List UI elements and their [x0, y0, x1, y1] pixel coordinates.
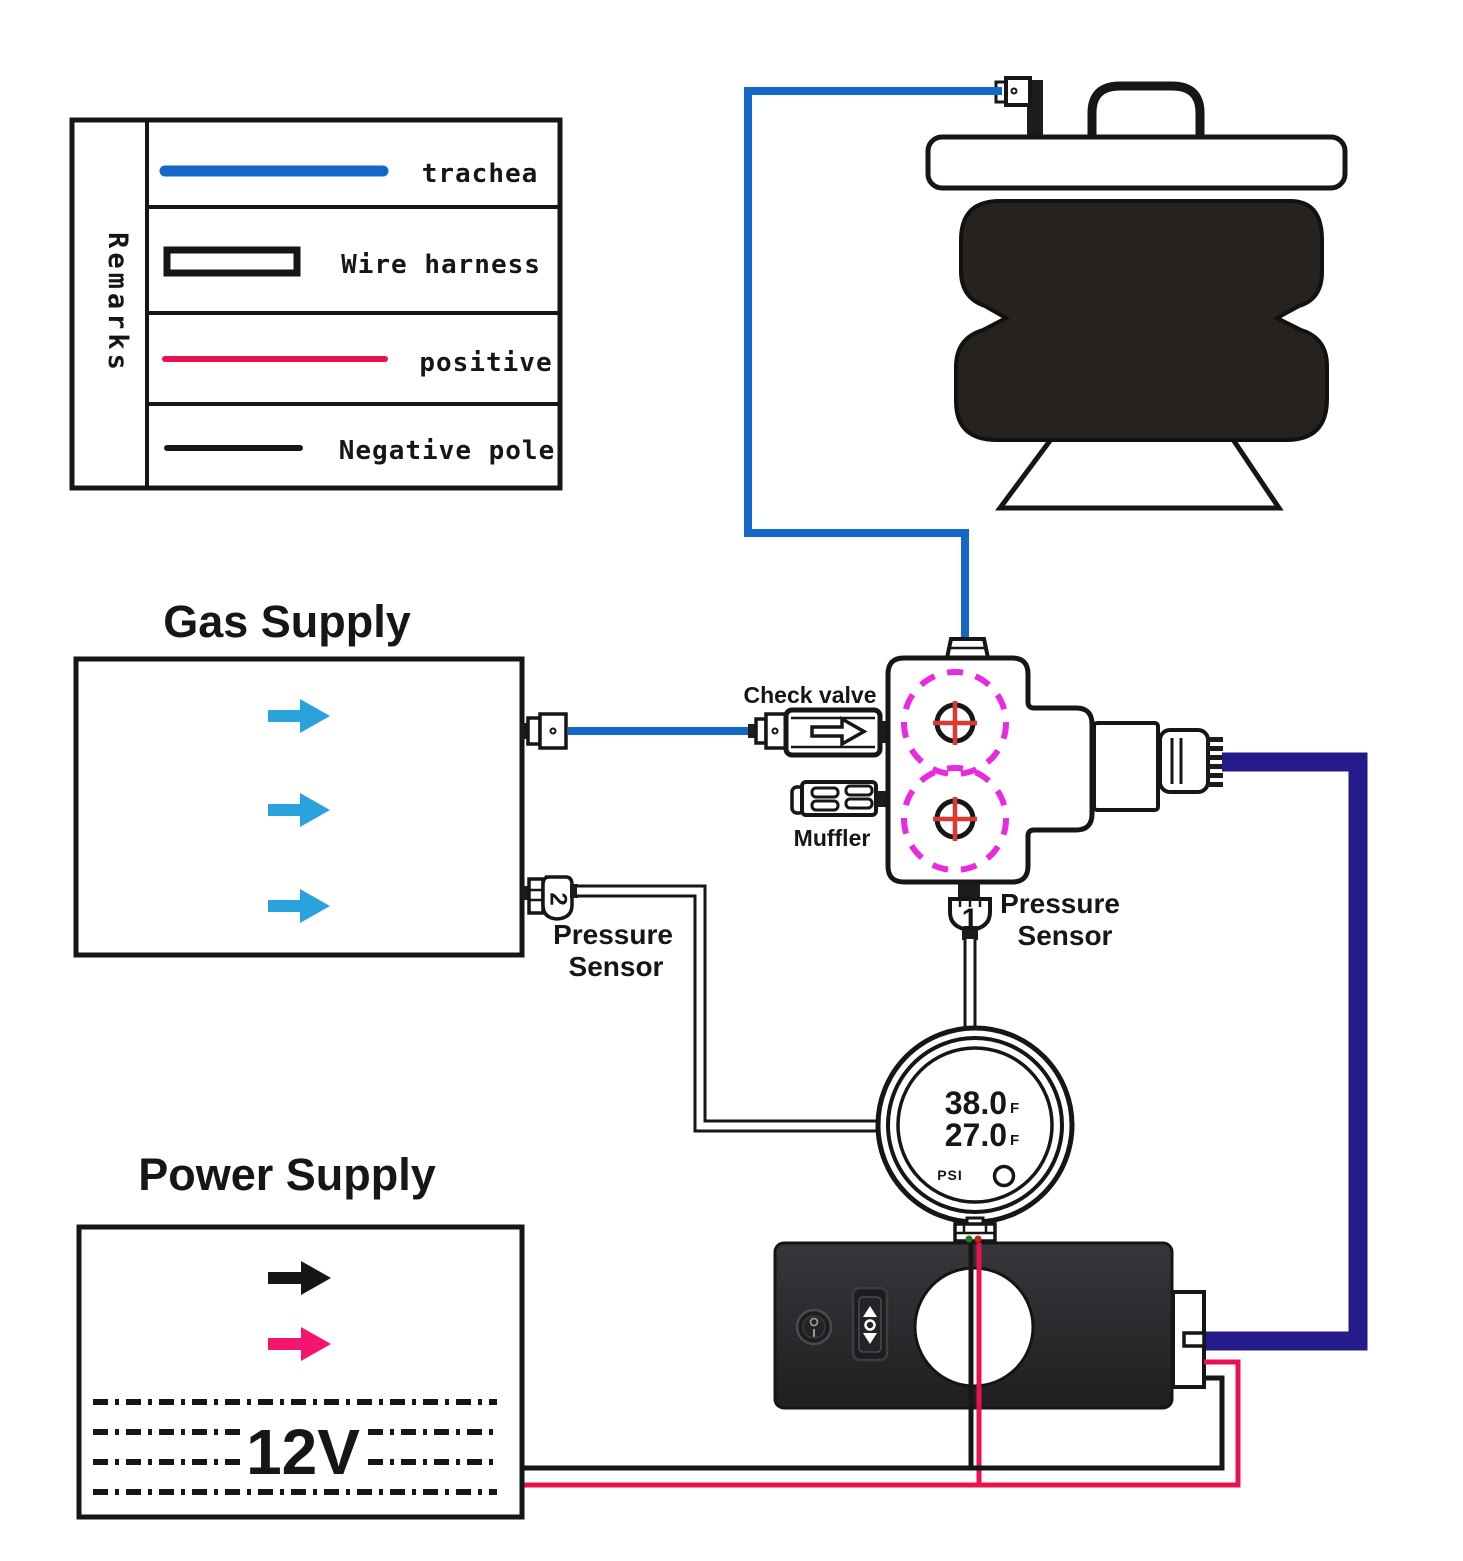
check-valve-label: Check valve: [744, 682, 877, 708]
solenoid-port-marker: [901, 765, 1009, 873]
neutral-dot-icon: [864, 1319, 876, 1331]
gas-flow-arrow-icon: [268, 793, 330, 827]
port-2-label: 2: [545, 892, 572, 905]
power-button: [795, 1308, 833, 1346]
gauge-button: [992, 1164, 1016, 1188]
gas-flow-arrow-icon: [268, 699, 330, 733]
gauge-rear-reading: 27.0: [945, 1117, 1007, 1153]
power-supply-title: Power Supply: [138, 1149, 436, 1200]
air-bag-base: [995, 435, 1284, 511]
gauge-front-unit: F: [1010, 1100, 1019, 1117]
air-bag-handle: [1087, 81, 1205, 139]
gauge-front-reading: 38.0: [945, 1085, 1007, 1121]
gauge-mount-hole: [913, 1266, 1035, 1388]
green-indicator-dot: [965, 1235, 973, 1243]
flow-direction-arrow-icon: [810, 715, 868, 748]
legend-title: Remarks: [102, 232, 133, 374]
negative-flow-arrow-icon: [268, 1261, 331, 1295]
valve-manifold: 1: [885, 637, 1223, 940]
legend-label: Negative pole: [339, 436, 556, 466]
main-harness-wire: [1203, 752, 1368, 1351]
wire-harness-icon: [163, 246, 301, 277]
gauge-face: [896, 1046, 1054, 1204]
red-indicator-dot: [974, 1235, 982, 1243]
pressure-port-2-fitting: 2: [521, 875, 578, 921]
trachea-tube-airbag: [744, 87, 1002, 641]
positive-wire-main: [522, 1359, 1241, 1488]
solenoid-port-marker: [901, 669, 1009, 777]
pressure-gauge: 38.0 F 27.0 F PSI: [875, 1025, 1075, 1225]
manifold-body: [885, 655, 1095, 885]
legend-border: [69, 117, 563, 491]
positive-flow-arrow-icon: [268, 1327, 331, 1361]
port-1-label: 1: [962, 903, 979, 936]
air-bag-top-plate: [925, 134, 1348, 191]
legend-label: trachea: [422, 159, 539, 189]
muffler-label: Muffler: [794, 825, 871, 851]
check-valve: Check valve: [744, 682, 889, 758]
legend-row: trachea: [159, 159, 539, 189]
legend-table: Remarks trachea Wire harness positive Ne…: [69, 117, 563, 491]
voltage-label: 12V: [246, 1416, 360, 1488]
panel-connector: [1171, 1290, 1206, 1389]
pressure-port-1-fitting: 1: [948, 883, 992, 940]
legend-label: Wire harness: [341, 250, 541, 280]
legend-label: positive: [419, 348, 552, 378]
gas-flow-arrow-icon: [268, 889, 330, 923]
up-arrow-icon: [863, 1306, 877, 1317]
sensor-2-harness: [577, 884, 880, 1133]
muffler: Muffler: [790, 780, 888, 851]
legend-row: Negative pole: [164, 436, 556, 466]
gauge-psi-label: PSI: [937, 1167, 963, 1183]
power-supply-box: Power Supply 12V: [76, 1149, 525, 1520]
solenoid-coil: [1092, 721, 1160, 812]
air-bag-bellows: [954, 199, 1329, 442]
push-fitting: [994, 76, 1032, 107]
gas-supply-box: Gas Supply 2: [73, 596, 578, 958]
legend-row: positive: [162, 348, 552, 378]
gauge-connector: [953, 1216, 997, 1243]
legend-row: Wire harness: [163, 246, 541, 280]
negative-wire-main: [522, 1375, 1225, 1471]
pressure-sensor-left-label-line1: Pressure: [553, 919, 673, 950]
control-panel: [773, 1241, 1206, 1410]
up-down-rocker-switch: [851, 1286, 889, 1362]
air-bag-assembly: [925, 76, 1348, 511]
gas-supply-title: Gas Supply: [163, 596, 411, 647]
pressure-sensor-left-label-line2: Sensor: [569, 951, 664, 982]
harness-connector: [1158, 728, 1223, 794]
power-icon: [809, 1317, 819, 1327]
gas-outlet-fitting: [520, 712, 568, 750]
gauge-rear-unit: F: [1010, 1132, 1019, 1149]
pressure-sensor-right-label-line2: Sensor: [1018, 920, 1113, 951]
down-arrow-icon: [863, 1333, 877, 1344]
pressure-sensor-right-label-line1: Pressure: [1000, 888, 1120, 919]
